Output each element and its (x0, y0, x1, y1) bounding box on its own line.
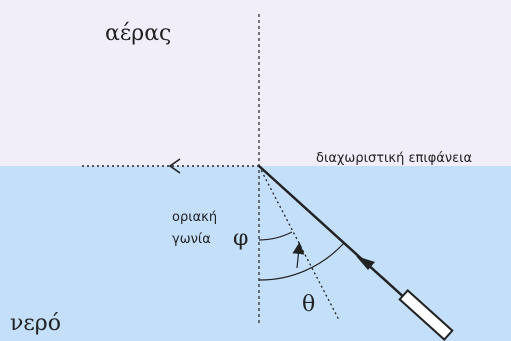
theta-symbol: θ (302, 292, 315, 317)
air-region (0, 0, 511, 166)
theta-arc-arrow (292, 242, 305, 269)
water-label: νερό (10, 311, 61, 336)
critical-angle-label-line1: οριακή (172, 210, 217, 225)
incident-ray (258, 165, 419, 311)
critical-angle-label-line2: γωνία (172, 232, 211, 247)
air-label: αέρας (105, 21, 171, 46)
interface-label: διαχωριστική επιφάνεια (316, 151, 472, 166)
theta-arc (258, 242, 345, 281)
laser-pointer (398, 289, 454, 341)
phi-arc (258, 231, 293, 241)
phi-symbol: φ (233, 226, 248, 251)
refracted-ray-arrow (168, 158, 181, 174)
incident-ray-arrow (356, 256, 375, 270)
